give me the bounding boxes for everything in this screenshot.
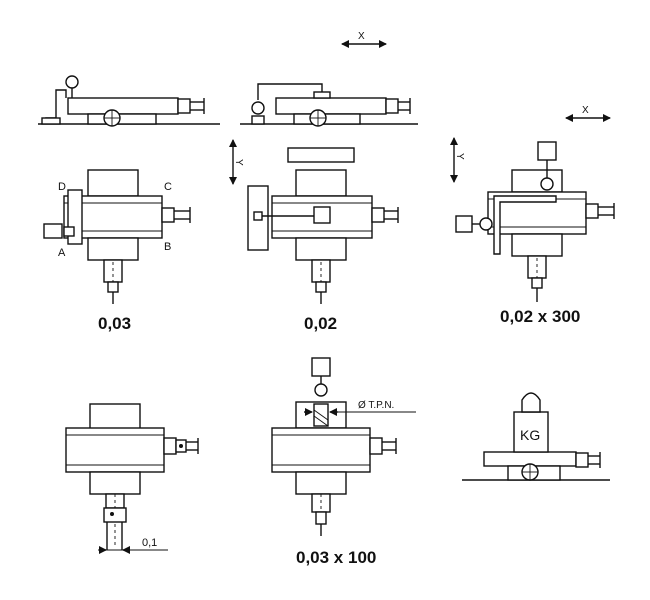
panel-3-straightness-test: X Y 0,02 x 300 (450, 105, 615, 326)
corner-label-c: C (164, 181, 172, 193)
dial-indicator-icon (65, 75, 79, 89)
y-axis-arrow-right-panel: Y (450, 137, 465, 183)
x-axis-label: X (358, 31, 365, 42)
x-axis-arrow-top: X (341, 31, 387, 48)
panel-5-tolerance: 0,03 x 100 (296, 548, 376, 567)
panel-1-squareness-test: D C A B 0,03 (38, 75, 220, 333)
panel-3-tolerance: 0,02 x 300 (500, 307, 580, 326)
reference-block (287, 147, 355, 163)
test-bar (313, 91, 331, 99)
panel-2-side-view (240, 83, 418, 127)
panel-4-runout-test: 0,1 (65, 403, 199, 554)
panel-6-load-test: KG (462, 392, 610, 481)
corner-label-b: B (164, 241, 171, 253)
dimension-label: 0,1 (142, 537, 157, 549)
angle-square (493, 195, 557, 255)
panel-5-spindle-test: Ø T.P.N. 0,03 x 100 (271, 357, 416, 567)
panel-1-front-view: D C A B (43, 169, 191, 304)
panel-2-front-view (247, 147, 399, 304)
y-axis-label: Y (233, 159, 244, 166)
weight-label: KG (520, 427, 540, 443)
panel-1-side-view (38, 75, 220, 127)
panel-1-tolerance: 0,03 (98, 314, 131, 333)
dial-gauge-icon-side (455, 215, 473, 233)
y-axis-label: Y (454, 153, 465, 160)
panel-2-tolerance: 0,02 (304, 314, 337, 333)
x-axis-arrow-right: X (565, 105, 611, 122)
corner-label-a: A (58, 247, 66, 259)
dimension-0-1: 0,1 (98, 537, 168, 554)
panel-2-parallelism-test: X Y (229, 31, 418, 333)
dial-gauge-icon (311, 357, 331, 377)
x-axis-label: X (582, 105, 589, 116)
corner-label-d: D (58, 181, 66, 193)
panel-3-front-view (455, 141, 615, 302)
dial-indicator-icon (251, 101, 265, 115)
dial-gauge-icon (537, 141, 557, 161)
diameter-note: Ø T.P.N. (358, 400, 394, 411)
test-mandrel (103, 507, 127, 523)
y-axis-arrow-left: Y (229, 139, 244, 185)
dial-gauge-icon (43, 223, 63, 239)
